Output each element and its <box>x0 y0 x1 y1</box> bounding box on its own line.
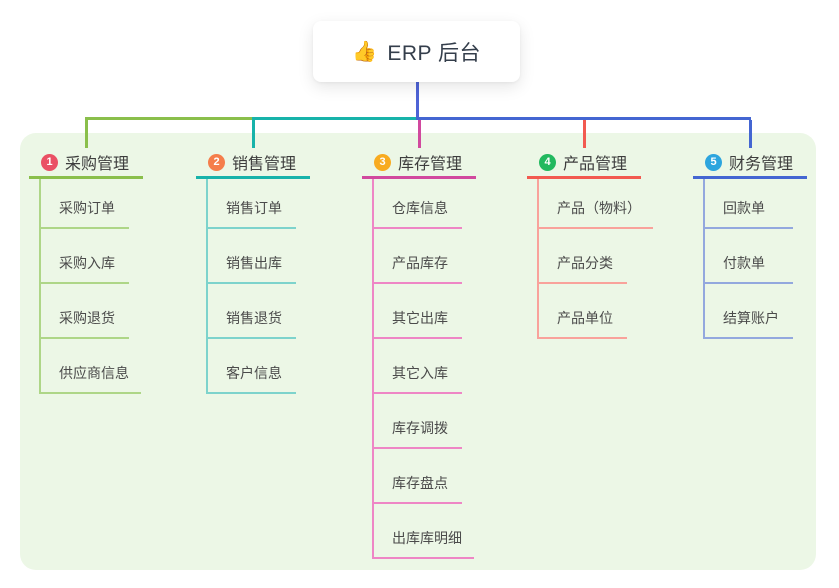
branch-number-badge: 1 <box>41 153 58 171</box>
branch-children: 销售订单销售出库销售退货客户信息 <box>206 179 296 394</box>
child-node[interactable]: 采购退货 <box>41 284 129 339</box>
child-node-label: 库存盘点 <box>392 475 448 491</box>
child-node-label: 采购订单 <box>59 200 115 216</box>
branch-connector-stub <box>582 120 586 148</box>
thumbs-up-icon: 👍 <box>351 41 378 63</box>
child-node[interactable]: 出库库明细 <box>374 504 474 559</box>
branch-connector-bus <box>252 117 418 120</box>
branch-node: 4 产品管理 产品（物料） 产品分类产品单位 <box>527 148 653 339</box>
child-node-label: 结算账户 <box>723 310 779 326</box>
branch-number-badge: 2 <box>208 153 225 171</box>
child-node-label: 回款单 <box>723 200 765 216</box>
child-node[interactable]: 产品库存 <box>374 229 462 284</box>
branch-connector-stub <box>748 120 752 148</box>
child-node[interactable]: 回款单 <box>705 179 793 229</box>
branch-connector-bus <box>85 117 418 120</box>
branch-number-badge: 4 <box>539 153 556 171</box>
child-node-label: 销售订单 <box>226 200 282 216</box>
child-node-label: 供应商信息 <box>59 365 129 381</box>
child-node-label: 销售退货 <box>226 310 282 326</box>
child-node[interactable]: 销售订单 <box>208 179 296 229</box>
branch-number-badge: 3 <box>374 153 391 171</box>
child-node-label: 产品（物料） <box>557 200 641 216</box>
child-node-label: 其它出库 <box>392 310 448 326</box>
branch-label: 库存管理 <box>398 156 463 173</box>
branch-children: 采购订单采购入库采购退货供应商信息 <box>39 179 141 394</box>
child-node-label: 客户信息 <box>226 365 282 381</box>
child-node[interactable]: 销售出库 <box>208 229 296 284</box>
child-node[interactable]: 库存调拨 <box>374 394 462 449</box>
child-node[interactable]: 产品单位 <box>539 284 627 339</box>
child-node-label: 产品单位 <box>557 310 613 326</box>
branch-number-badge: 5 <box>705 153 722 171</box>
child-node[interactable]: 产品分类 <box>539 229 627 284</box>
branch-connector-stub <box>84 120 88 148</box>
branch-label: 采购管理 <box>65 156 130 173</box>
branch-node: 3 库存管理 仓库信息产品库存其它出库其它入库库存调拨库存盘点出库库明细 <box>362 148 476 559</box>
child-node[interactable]: 客户信息 <box>208 339 296 394</box>
branch-label: 销售管理 <box>232 156 297 173</box>
branch-label: 产品管理 <box>563 156 628 173</box>
branch-node: 1 采购管理 采购订单采购入库采购退货供应商信息 <box>29 148 143 394</box>
child-node-label: 仓库信息 <box>392 200 448 216</box>
branch-children: 仓库信息产品库存其它出库其它入库库存调拨库存盘点出库库明细 <box>372 179 474 559</box>
branch-header[interactable]: 1 采购管理 <box>29 148 143 179</box>
root-node[interactable]: 👍 ERP 后台 <box>313 21 520 82</box>
child-node[interactable]: 采购入库 <box>41 229 129 284</box>
child-node[interactable]: 库存盘点 <box>374 449 462 504</box>
child-node-label: 产品库存 <box>392 255 448 271</box>
child-node[interactable]: 销售退货 <box>208 284 296 339</box>
child-node[interactable]: 产品（物料） <box>539 179 653 229</box>
child-node-label: 出库库明细 <box>392 530 462 546</box>
child-node-label: 销售出库 <box>226 255 282 271</box>
child-node-label: 库存调拨 <box>392 420 448 436</box>
child-node-label: 采购入库 <box>59 255 115 271</box>
branch-node: 5 财务管理 回款单付款单结算账户 <box>693 148 807 339</box>
branch-connector-stub <box>417 120 421 148</box>
child-node[interactable]: 付款单 <box>705 229 793 284</box>
branch-children: 回款单付款单结算账户 <box>703 179 793 339</box>
branch-label: 财务管理 <box>729 156 794 173</box>
root-node-label: ERP 后台 <box>387 41 482 65</box>
child-node-label: 其它入库 <box>392 365 448 381</box>
child-node-label: 采购退货 <box>59 310 115 326</box>
branches-panel <box>20 133 816 570</box>
branch-header[interactable]: 5 财务管理 <box>693 148 807 179</box>
child-node[interactable]: 其它入库 <box>374 339 462 394</box>
child-node[interactable]: 采购订单 <box>41 179 129 229</box>
child-node-label: 付款单 <box>723 255 765 271</box>
branch-children: 产品（物料） 产品分类产品单位 <box>537 179 653 339</box>
branch-node: 2 销售管理 销售订单销售出库销售退货客户信息 <box>196 148 310 394</box>
child-node[interactable]: 结算账户 <box>705 284 793 339</box>
branch-connector-stub <box>251 120 255 148</box>
child-node[interactable]: 供应商信息 <box>41 339 141 394</box>
branch-header[interactable]: 4 产品管理 <box>527 148 641 179</box>
child-node-label: 产品分类 <box>557 255 613 271</box>
branch-header[interactable]: 2 销售管理 <box>196 148 310 179</box>
root-connector-line <box>416 82 419 120</box>
branch-header[interactable]: 3 库存管理 <box>362 148 476 179</box>
branch-connector-bus <box>416 117 751 120</box>
child-node[interactable]: 仓库信息 <box>374 179 462 229</box>
child-node[interactable]: 其它出库 <box>374 284 462 339</box>
